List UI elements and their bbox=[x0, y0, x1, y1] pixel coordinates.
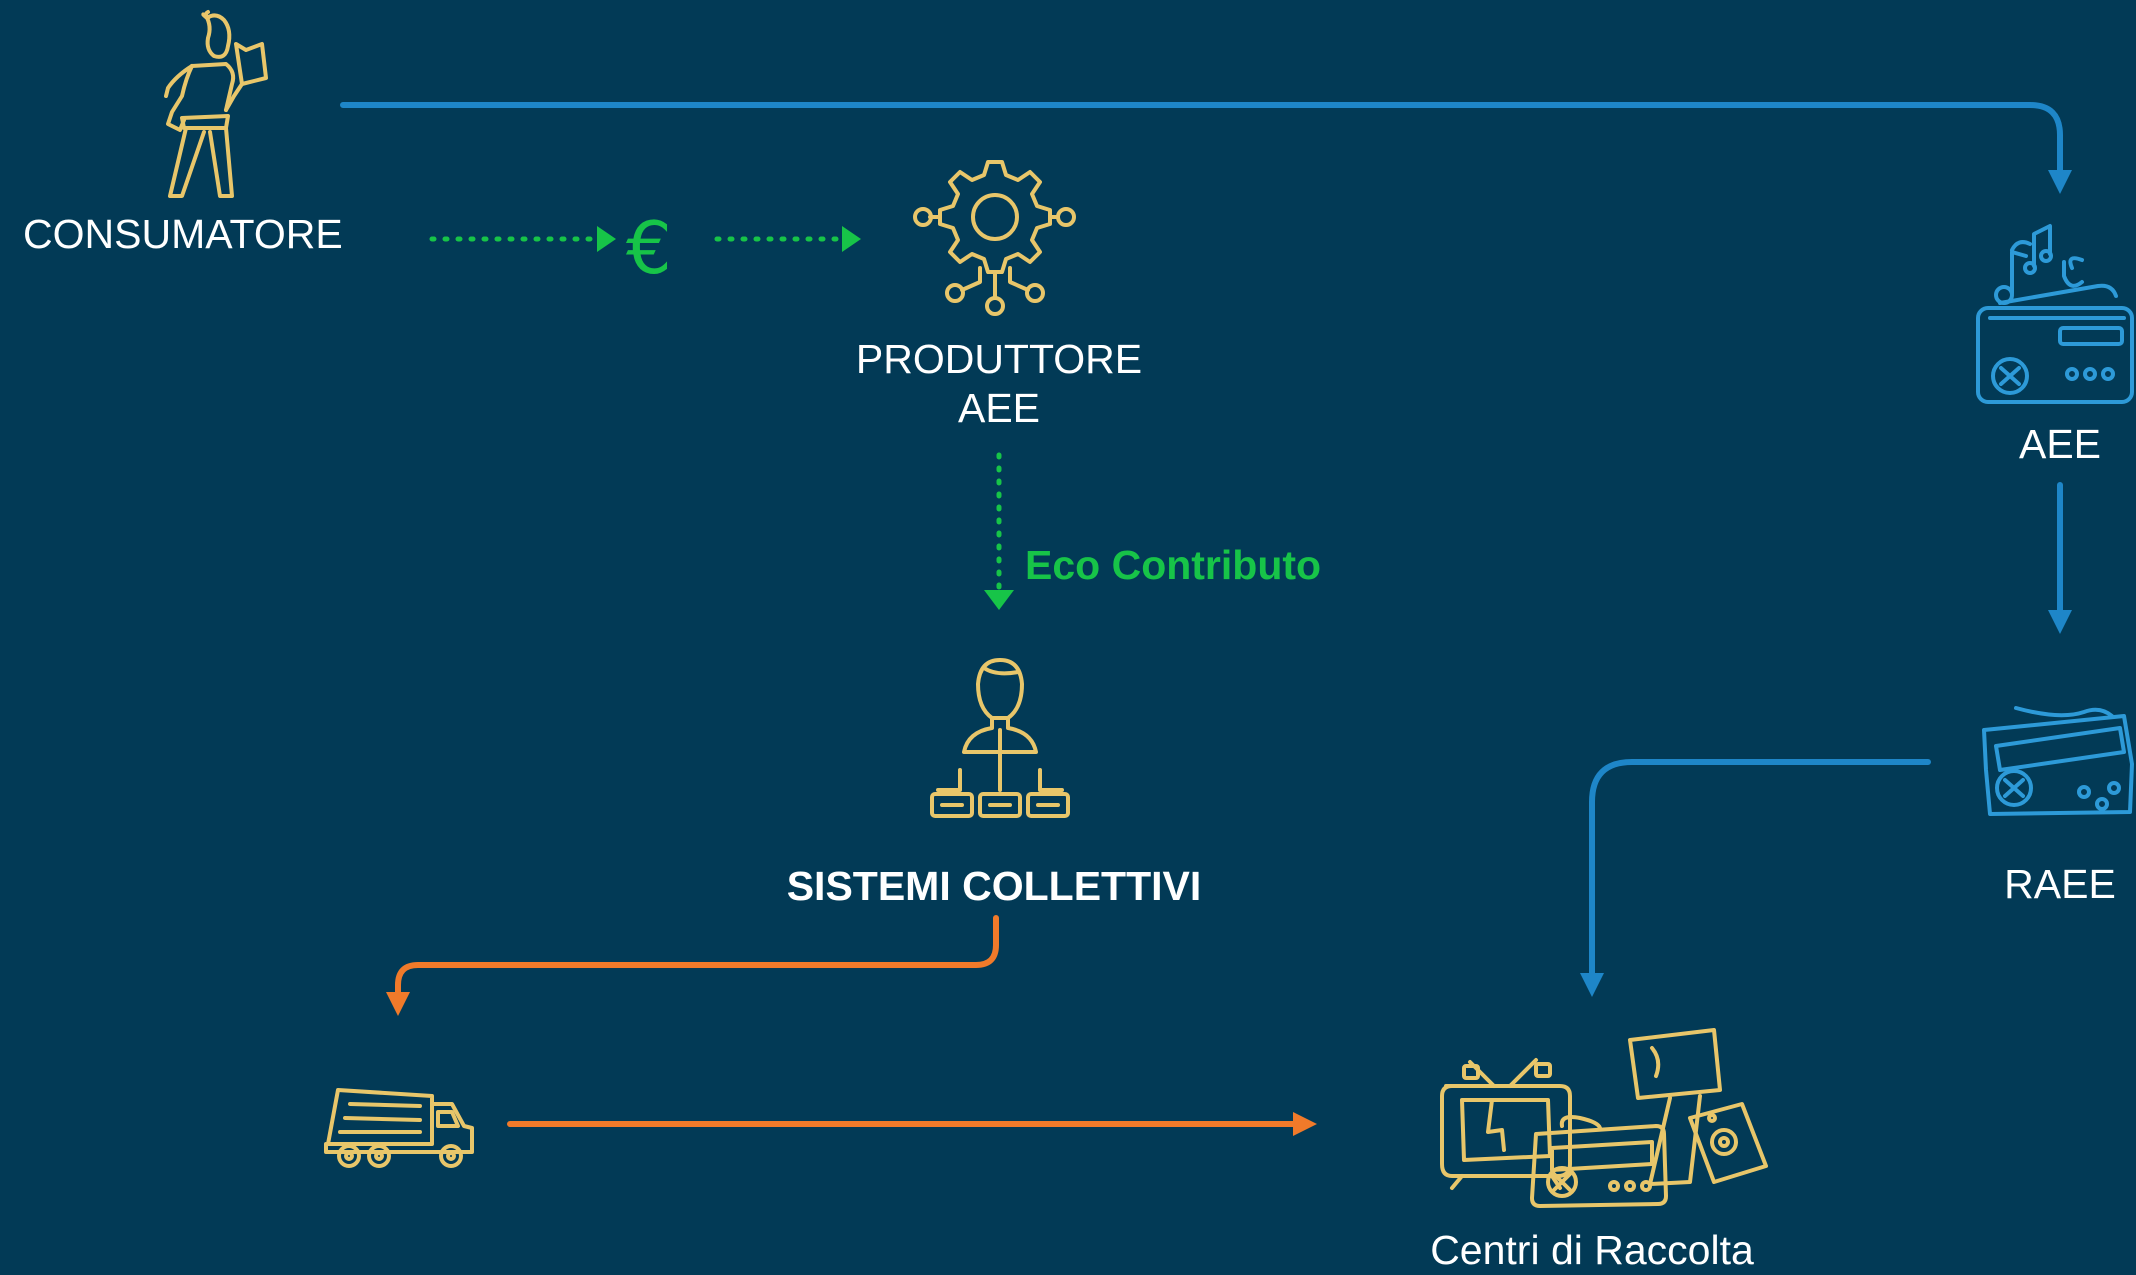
node-label-centri-di-raccolta: Centri di Raccolta bbox=[1430, 1227, 1754, 1273]
garbage-truck-icon bbox=[324, 1088, 474, 1168]
node-label-raee: RAEE bbox=[2004, 861, 2116, 907]
node-label-produttore-line2: AEE bbox=[957, 385, 1041, 432]
eco-contributo-label: Eco Contributo bbox=[1025, 542, 1322, 588]
pile-of-broken-electronics-icon bbox=[1440, 1028, 1768, 1208]
node-label-aee: AEE bbox=[2018, 421, 2102, 467]
flow-sistemi-to-truck bbox=[386, 915, 999, 1016]
gear-circuit-icon bbox=[913, 160, 1076, 316]
euro-symbol: € bbox=[626, 206, 672, 290]
broken-radio-icon bbox=[1982, 706, 2134, 816]
node-label-produttore: PRODUTTORE AEE bbox=[840, 335, 1158, 433]
radio-with-music-notes-icon bbox=[1976, 224, 2134, 404]
node-label-produttore-line1: PRODUTTORE bbox=[855, 336, 1143, 382]
person-hierarchy-icon bbox=[930, 658, 1070, 818]
flow-eco-contributo bbox=[984, 452, 1014, 610]
node-label-sistemi-collettivi: SISTEMI COLLETTIVI bbox=[786, 863, 1202, 909]
person-holding-phone-icon bbox=[164, 10, 268, 198]
flow-money bbox=[429, 226, 861, 252]
flow-raee-to-centri bbox=[1580, 759, 1931, 997]
node-label-consumatore: CONSUMATORE bbox=[23, 211, 343, 257]
flow-consumer-to-aee bbox=[340, 102, 2072, 194]
